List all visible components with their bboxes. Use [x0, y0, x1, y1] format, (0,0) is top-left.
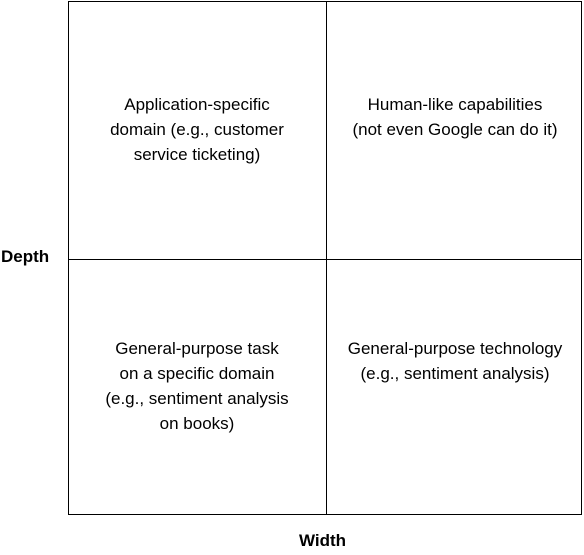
vertical-divider — [326, 2, 327, 514]
x-axis-label: Width — [299, 531, 347, 550]
quadrant-text-line: Human-like capabilities — [367, 95, 543, 114]
quadrant-text-line: General-purpose task — [115, 339, 279, 358]
quadrant-text-line: (e.g., sentiment analysis) — [360, 364, 550, 383]
quadrant-text-line: (e.g., sentiment analysis — [105, 389, 289, 408]
quadrant-grid: Application-specific domain (e.g., custo… — [68, 1, 582, 515]
horizontal-divider — [69, 259, 581, 260]
quadrant-text-line: (not even Google can do it) — [352, 120, 558, 139]
quadrant-text-line: Application-specific — [124, 95, 270, 114]
quadrant-top-left: Application-specific domain (e.g., custo… — [69, 92, 325, 167]
quadrant-text-line: service ticketing) — [133, 145, 261, 164]
quadrant-text-line: on books) — [159, 414, 235, 433]
quadrant-text-line: on a specific domain — [119, 364, 275, 383]
quadrant-bottom-left: General-purpose task on a specific domai… — [69, 336, 325, 436]
quadrant-text-line: domain (e.g., customer — [110, 120, 284, 139]
quadrant-bottom-right: General-purpose technology (e.g., sentim… — [327, 336, 583, 386]
y-axis-label: Depth — [1, 247, 50, 266]
quadrant-top-right: Human-like capabilities (not even Google… — [327, 92, 583, 142]
quadrant-text-line: General-purpose technology — [347, 339, 563, 358]
